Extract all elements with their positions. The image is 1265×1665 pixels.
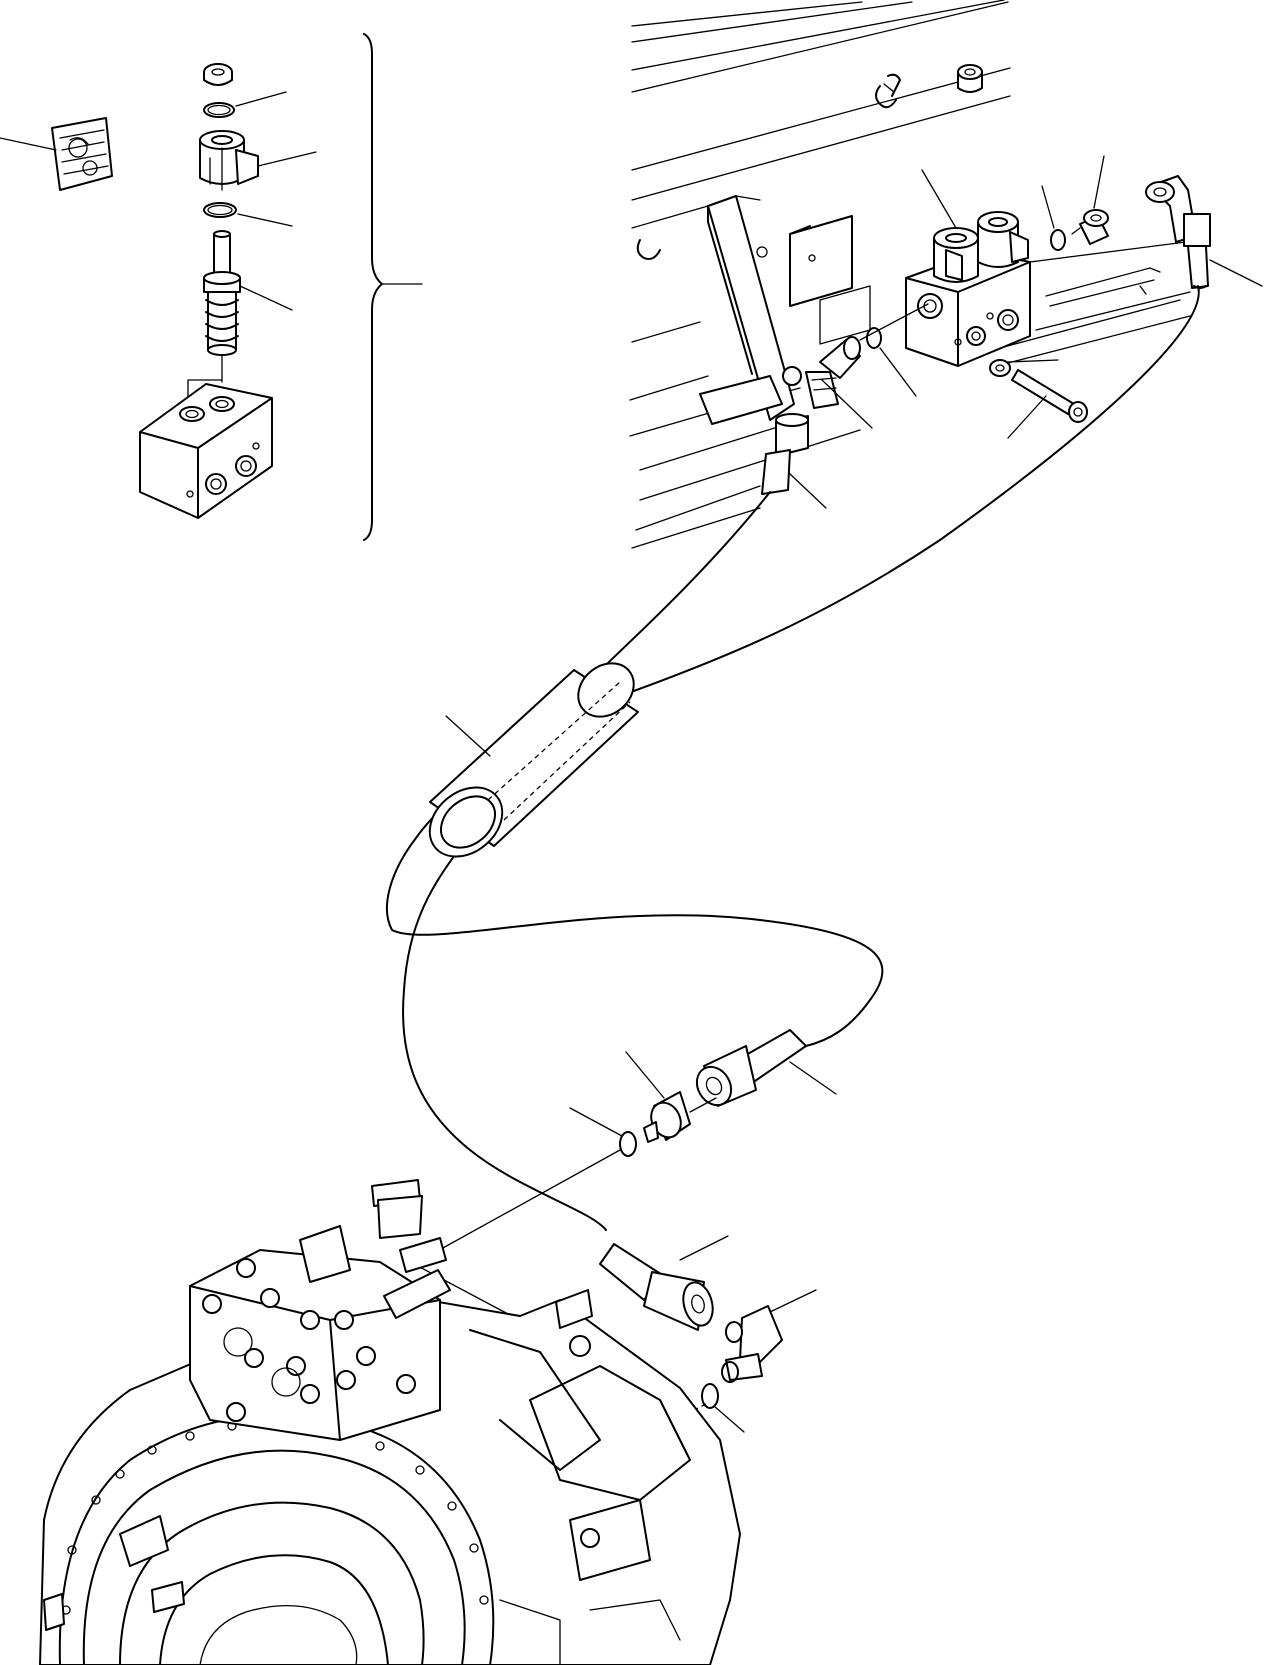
o-ring-lower-fitting-icon (701, 1383, 719, 1409)
assembly-axis (1029, 241, 1187, 263)
callout-leader (789, 1061, 837, 1095)
assembly-axis (859, 303, 929, 341)
detail-inset (0, 33, 423, 541)
nut-icon (203, 63, 233, 86)
hose-end-lower-icon (599, 1243, 714, 1331)
callout-leader (235, 91, 287, 107)
hose-end-middle-icon (695, 1029, 807, 1107)
elbow-fitting-upper-icon (1145, 175, 1211, 289)
callout-leader (1209, 259, 1263, 287)
callout-leader (879, 347, 917, 397)
o-ring-upper-icon (203, 102, 235, 118)
callout-leader (445, 715, 491, 757)
callout-leader (789, 473, 827, 509)
callout-leader (769, 1289, 817, 1313)
solenoid-coil-icon (199, 130, 259, 191)
hose-end-upper-icon (761, 413, 809, 495)
assembly-axis (689, 1097, 717, 1113)
callout-leader (1041, 185, 1055, 229)
assembly-brace (363, 33, 383, 541)
solenoid-coil-pair-icon (933, 211, 1029, 283)
elbow-fitting-front-icon (805, 336, 861, 409)
o-ring-middle-icon (619, 1131, 637, 1157)
elbow-fitting-lower-icon (721, 1305, 783, 1383)
label-sheet-icon (51, 117, 113, 191)
valve-block-icon (139, 383, 273, 519)
callout-leader (679, 1235, 729, 1261)
transmission-housing-icon (39, 1179, 741, 1665)
callout-leader (821, 379, 873, 429)
straight-fitting-upper-icon (1071, 209, 1109, 245)
washer-icon (989, 359, 1011, 377)
bushing-icon (957, 64, 983, 93)
protective-sleeve-icon (428, 662, 639, 858)
bolt-icon (1011, 369, 1088, 423)
solenoid-valve-block-icon (905, 251, 1031, 367)
callout-leader (1093, 155, 1105, 209)
callout-leader (713, 1405, 745, 1433)
adapter-fitting-middle-icon (643, 1091, 691, 1143)
callout-leader (625, 1051, 665, 1099)
callout-leader (239, 285, 293, 311)
frame-assembly (629, 0, 1191, 549)
o-ring-valve-right-icon (1050, 229, 1066, 251)
callout-leader (1007, 395, 1047, 439)
o-ring-valve-front-icon (866, 327, 882, 349)
callout-leader (0, 137, 57, 151)
callout-leader (237, 213, 293, 227)
callout-leader (257, 151, 317, 167)
callout-leader (569, 1107, 623, 1137)
assembly-axis (187, 379, 223, 397)
o-ring-lower-icon (203, 202, 237, 218)
callout-leader (921, 169, 957, 229)
valve-cartridge-icon (203, 230, 241, 356)
hose-a (385, 491, 884, 1047)
callout-leader (1007, 359, 1059, 363)
